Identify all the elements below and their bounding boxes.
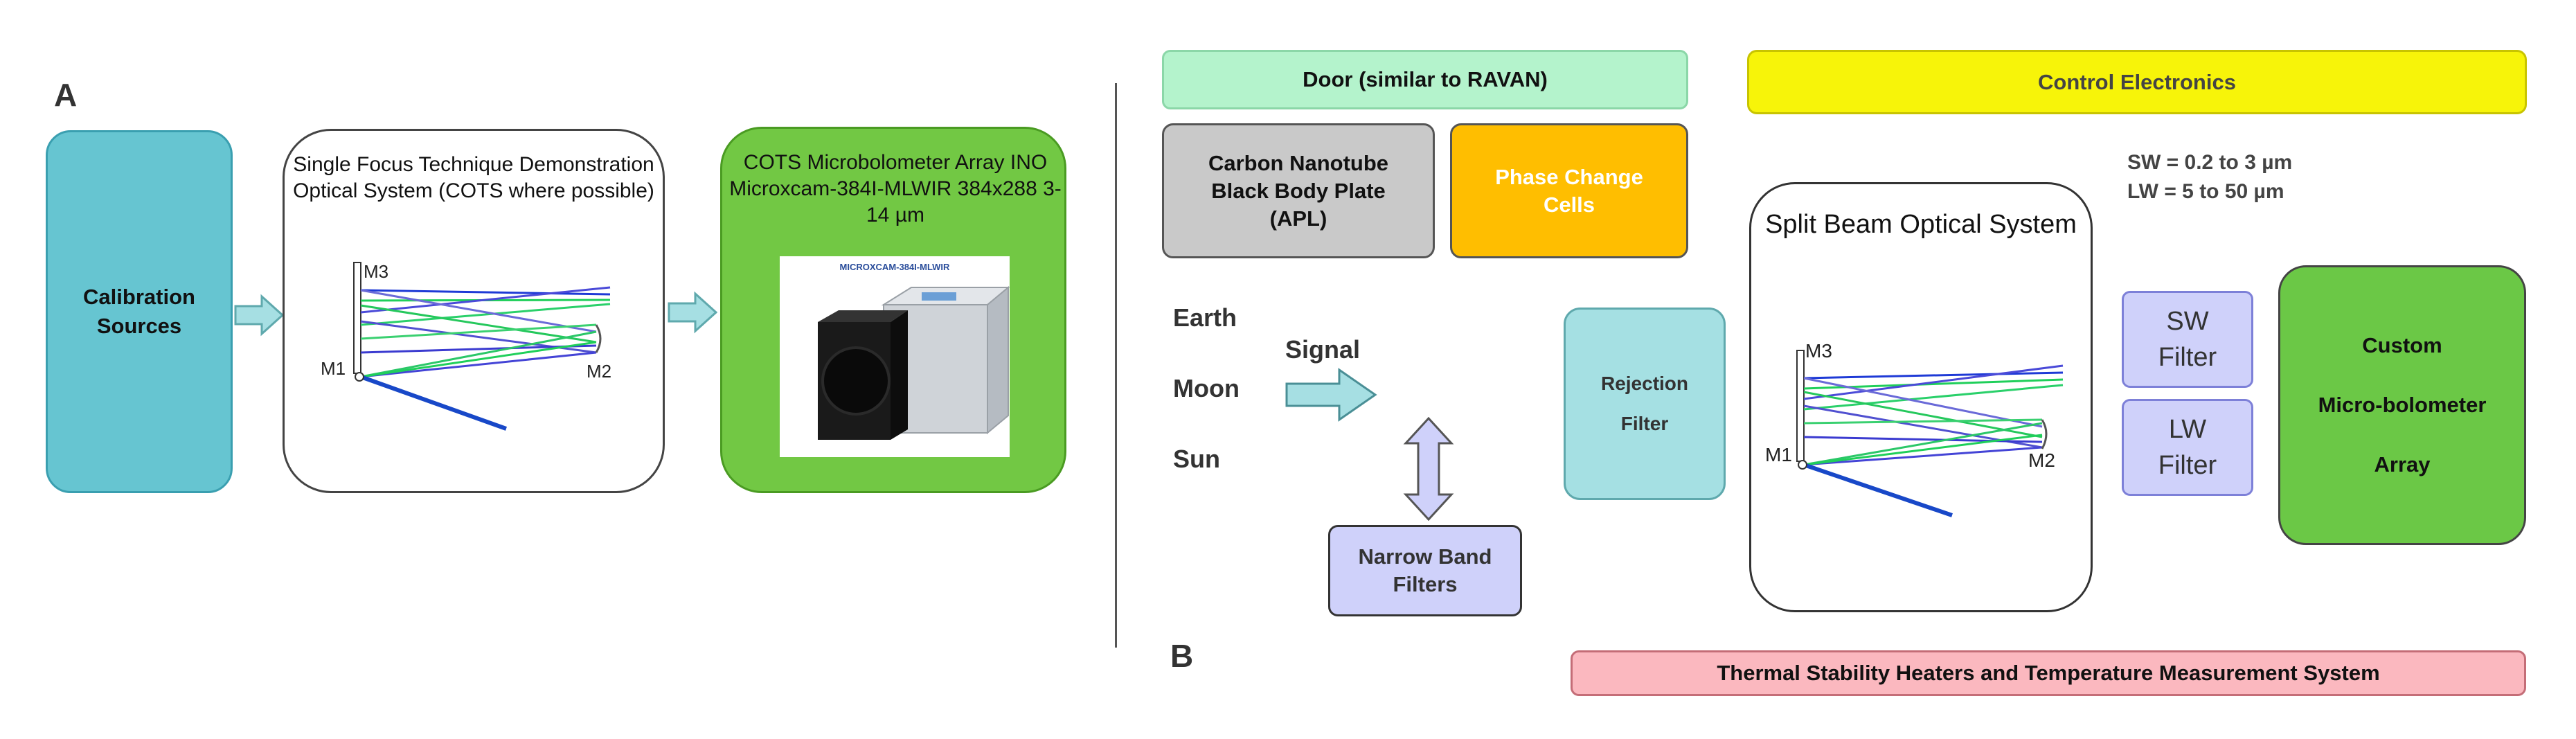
control-electronics-box: Control Electronics xyxy=(1747,50,2527,114)
split-label-m3: M3 xyxy=(1805,340,1832,362)
source-earth: Earth xyxy=(1173,303,1237,332)
split-mirror-m3-shape xyxy=(1796,350,1805,462)
thermal-stability-label: Thermal Stability Heaters and Temperatur… xyxy=(1717,661,2380,685)
sw-filter-box: SW Filter xyxy=(2122,291,2253,388)
thermal-stability-box: Thermal Stability Heaters and Temperatur… xyxy=(1571,650,2526,696)
carbon-nanotube-label: Carbon Nanotube Black Body Plate (APL) xyxy=(1208,150,1389,231)
custom-microbolometer-array-box: Custom Micro-bolometer Array xyxy=(2278,265,2526,545)
split-label-m1: M1 xyxy=(1765,444,1792,465)
door-label: Door (similar to RAVAN) xyxy=(1303,67,1548,91)
label-m1: M1 xyxy=(321,358,346,379)
camera-illustration xyxy=(818,285,1010,440)
split-beam-ray-diagram: M3 M1 M2 xyxy=(1765,340,2064,517)
narrow-band-filters-label: Narrow Band Filters xyxy=(1358,544,1492,596)
calibration-sources-label: Calibration Sources xyxy=(83,285,195,338)
sw-filter-label: SW Filter xyxy=(2158,307,2217,372)
phase-change-cells-box: Phase Change Cells xyxy=(1450,123,1688,258)
label-m3: M3 xyxy=(364,261,388,282)
array-line-2: Micro-bolometer xyxy=(2318,393,2487,417)
cots-microbolometer-label: COTS Microbolometer Array INO Microxcam-… xyxy=(729,151,1062,226)
single-focus-ray-diagram: M3 M1 M2 xyxy=(321,261,611,431)
lw-spec: LW = 5 to 50 µm xyxy=(2127,180,2284,203)
split-mirror-m2-shape xyxy=(2041,419,2048,449)
array-line-3: Array xyxy=(2374,452,2431,477)
label-m2: M2 xyxy=(587,361,611,382)
carbon-nanotube-box: Carbon Nanotube Black Body Plate (APL) xyxy=(1162,123,1435,258)
calibration-sources-box: Calibration Sources xyxy=(46,130,233,493)
signal-label: Signal xyxy=(1285,335,1361,364)
rejection-filter-label: Rejection Filter xyxy=(1600,373,1689,434)
panel-a-letter: A xyxy=(54,77,78,113)
split-beam-optical-system-label: Split Beam Optical System xyxy=(1765,210,2077,239)
narrow-band-filters-box: Narrow Band Filters xyxy=(1328,525,1522,616)
source-moon: Moon xyxy=(1173,374,1240,402)
split-beam-optical-system-box: Split Beam Optical System M3 M1 M2 xyxy=(1749,182,2093,612)
single-focus-optical-system-box: Single Focus Technique Demonstration Opt… xyxy=(283,129,665,493)
camera-caption: MICROXCAM-384I-MLWIR xyxy=(839,262,950,272)
split-label-m2: M2 xyxy=(2028,449,2055,471)
rejection-filter-box: Rejection Filter xyxy=(1564,308,1726,500)
source-sun: Sun xyxy=(1173,445,1220,473)
sw-spec: SW = 0.2 to 3 µm xyxy=(2127,151,2293,174)
phase-change-cells-label: Phase Change Cells xyxy=(1495,164,1643,217)
cots-microbolometer-box: COTS Microbolometer Array INO Microxcam-… xyxy=(720,127,1066,493)
narrow-band-double-arrow xyxy=(1403,417,1454,521)
array-line-1: Custom xyxy=(2362,333,2442,357)
panel-divider xyxy=(1115,83,1117,648)
door-box: Door (similar to RAVAN) xyxy=(1162,50,1688,109)
single-focus-optical-system-label: Single Focus Technique Demonstration Opt… xyxy=(293,153,654,202)
panel-b-letter: B xyxy=(1170,638,1194,674)
arrow-optics-to-detector xyxy=(668,291,717,334)
lw-filter-box: LW Filter xyxy=(2122,399,2253,496)
split-mirror-m1-shape xyxy=(1798,460,1807,470)
mirror-m2-shape xyxy=(595,324,602,353)
camera-image: MICROXCAM-384I-MLWIR xyxy=(780,256,1010,457)
mirror-m3-shape xyxy=(353,262,361,374)
arrow-calib-to-optics xyxy=(234,294,284,337)
signal-arrow xyxy=(1285,368,1377,422)
mirror-m1-shape xyxy=(355,372,364,382)
lw-filter-label: LW Filter xyxy=(2158,415,2217,480)
control-electronics-label: Control Electronics xyxy=(2038,69,2236,94)
